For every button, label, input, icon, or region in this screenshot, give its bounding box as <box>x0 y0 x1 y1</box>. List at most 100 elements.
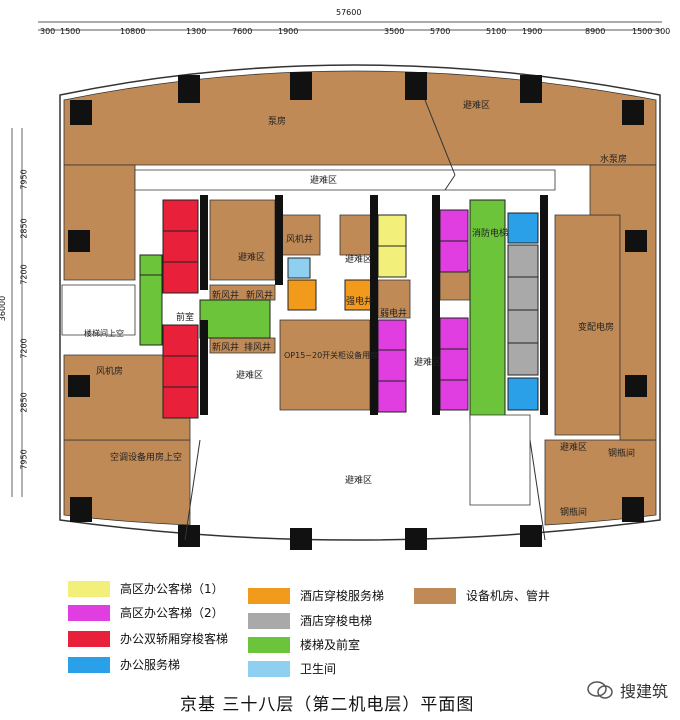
label-steel-room: 钢瓶间 <box>608 449 636 459</box>
label-refuge-east: 避难区 <box>414 358 442 368</box>
label-steel-room-2: 钢瓶间 <box>560 508 588 518</box>
legend-swatch <box>248 587 290 604</box>
top-dim-7: 5700 <box>430 27 451 36</box>
label-refuge-north: 避难区 <box>310 176 338 186</box>
top-dim-8: 5100 <box>486 27 507 36</box>
strong-shaft <box>339 214 376 256</box>
label-duct: 排风井 <box>244 343 272 353</box>
legend-label: 酒店穿梭服务梯 <box>300 589 385 603</box>
label-refuge-se: 避难区 <box>560 443 588 453</box>
top-dim-6: 3500 <box>384 27 405 36</box>
legend-swatch <box>68 604 110 621</box>
legend-item-0: 高区办公客梯（1） <box>68 580 224 597</box>
south-stair <box>469 414 531 506</box>
watermark-text: 搜建筑 <box>619 682 668 701</box>
top-dim-2: 10800 <box>120 27 146 36</box>
legend-item-2: 办公双轿厢穿梭客梯 <box>68 630 228 647</box>
label-pump: 泵房 <box>268 117 287 127</box>
legend-label: 酒店穿梭电梯 <box>300 614 373 628</box>
label-wind-room: 风机房 <box>96 367 124 377</box>
chat-bubble-icon <box>587 681 613 699</box>
left-dim-2: 7200 <box>19 264 29 285</box>
legend-label: 楼梯及前室 <box>300 638 361 652</box>
watermark: 搜建筑 <box>586 678 668 702</box>
legend-label: 高区办公客梯（1） <box>120 582 224 596</box>
top-dim-0: 300 <box>40 27 56 36</box>
red-elevator-group <box>162 199 199 419</box>
legend-swatch <box>248 660 290 677</box>
structural-columns <box>68 72 647 550</box>
label-wind-shaft: 风机井 <box>286 235 314 245</box>
yellow-elevator-group <box>377 214 407 278</box>
legend-item-4: 酒店穿梭服务梯 <box>248 587 384 604</box>
ac-room <box>209 199 276 281</box>
green-stair-group <box>139 199 506 421</box>
west-wind-room <box>63 354 191 441</box>
new-shaft-upper <box>209 284 276 301</box>
central-equip-room <box>279 319 371 411</box>
label-fire-elev: 消防电梯 <box>472 229 509 239</box>
label-refuge-center: 避难区 <box>345 255 373 265</box>
top-total-dim: 57600 <box>336 8 362 17</box>
label-new-shaft-1: 新风井 <box>212 291 240 301</box>
left-total-dim: 36000 <box>0 295 8 322</box>
label-new-shaft-3: 新风井 <box>212 343 240 353</box>
left-dim-1: 2850 <box>19 218 29 239</box>
label-equip: OP15~20开关柜设备用房 <box>284 351 379 360</box>
label-refuge-mid: 避难区 <box>236 371 264 381</box>
legend-label: 办公服务梯 <box>120 658 181 672</box>
top-dim-9: 1900 <box>522 27 543 36</box>
label-refuge-ne: 避难区 <box>463 101 491 111</box>
plan-title: 京基 三十八层（第二机电层）平面图 <box>180 695 475 715</box>
top-dim-5: 1900 <box>278 27 299 36</box>
label-new-shaft-2: 新风井 <box>246 291 274 301</box>
label-strong: 强电井 <box>346 297 374 307</box>
legend-item-8: 设备机房、管井 <box>414 587 550 604</box>
top-dim-10: 8900 <box>585 27 606 36</box>
legend-item-5: 酒店穿梭电梯 <box>248 612 372 629</box>
left-dim-0: 7950 <box>19 169 29 190</box>
legend-swatch <box>248 612 290 629</box>
legend-swatch <box>248 636 290 653</box>
legend-swatch <box>68 630 110 647</box>
top-dim-3: 1300 <box>186 27 207 36</box>
orange-elevator-group <box>287 279 374 311</box>
top-dim-12: 300 <box>655 27 671 36</box>
legend-label: 办公双轿厢穿梭客梯 <box>120 632 229 646</box>
legend-item-7: 卫生间 <box>248 660 336 677</box>
label-stair-space: 楼梯间上空 <box>84 329 124 338</box>
restroom <box>287 257 311 279</box>
legend-item-3: 办公服务梯 <box>68 656 180 673</box>
legend-item-6: 楼梯及前室 <box>248 636 360 653</box>
label-water-pump: 水泵房 <box>600 155 628 165</box>
label-ac-room-top: 空调设备用房上空 <box>110 453 183 463</box>
top-dim-1: 1500 <box>60 27 81 36</box>
label-refuge-west: 避难区 <box>238 253 266 263</box>
gray-elevator-group <box>507 244 539 376</box>
left-dim-4: 2850 <box>19 392 29 413</box>
top-dim-4: 7600 <box>232 27 253 36</box>
west-upper-equipment <box>63 164 136 281</box>
floor-plan <box>11 21 662 550</box>
legend-label: 高区办公客梯（2） <box>120 606 224 620</box>
west-stair <box>61 284 136 336</box>
legend-label: 设备机房、管井 <box>466 589 551 603</box>
refuge-corridor-north <box>134 169 556 191</box>
legend-swatch <box>68 580 110 597</box>
diagonal-wall-ne <box>424 99 456 191</box>
left-dim-3: 7200 <box>19 338 29 359</box>
label-weak: 弱电井 <box>380 309 408 319</box>
label-transformer: 变配电房 <box>578 323 615 333</box>
legend-swatch <box>68 656 110 673</box>
label-refuge-south: 避难区 <box>345 476 373 486</box>
left-dim-5: 7950 <box>19 449 29 470</box>
blue-elevator-group <box>507 212 539 411</box>
label-pre-room: 前室 <box>176 313 195 323</box>
legend-swatch <box>414 587 456 604</box>
legend-item-1: 高区办公客梯（2） <box>68 604 224 621</box>
legend-label: 卫生间 <box>300 662 337 676</box>
north-equipment-band <box>63 70 657 166</box>
top-dim-11: 1500 <box>632 27 653 36</box>
shaft-right <box>439 269 471 301</box>
diagonal-walls-south <box>184 439 546 541</box>
